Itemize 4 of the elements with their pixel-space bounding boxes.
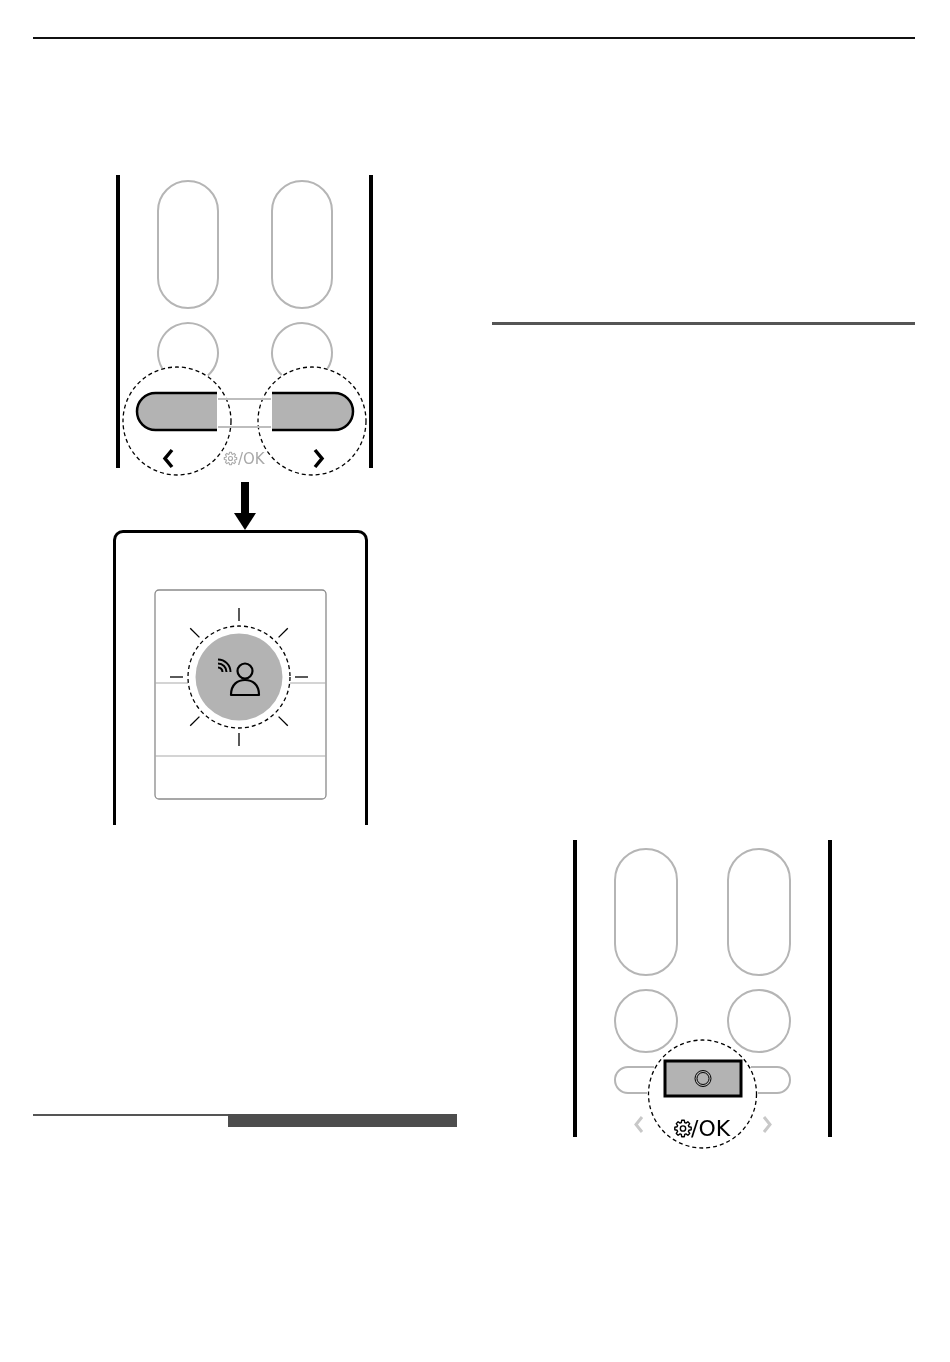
button-label: /OK <box>238 452 265 467</box>
button-label: /OK <box>691 1118 731 1140</box>
arrow <box>234 482 256 530</box>
display-panel <box>113 530 368 825</box>
